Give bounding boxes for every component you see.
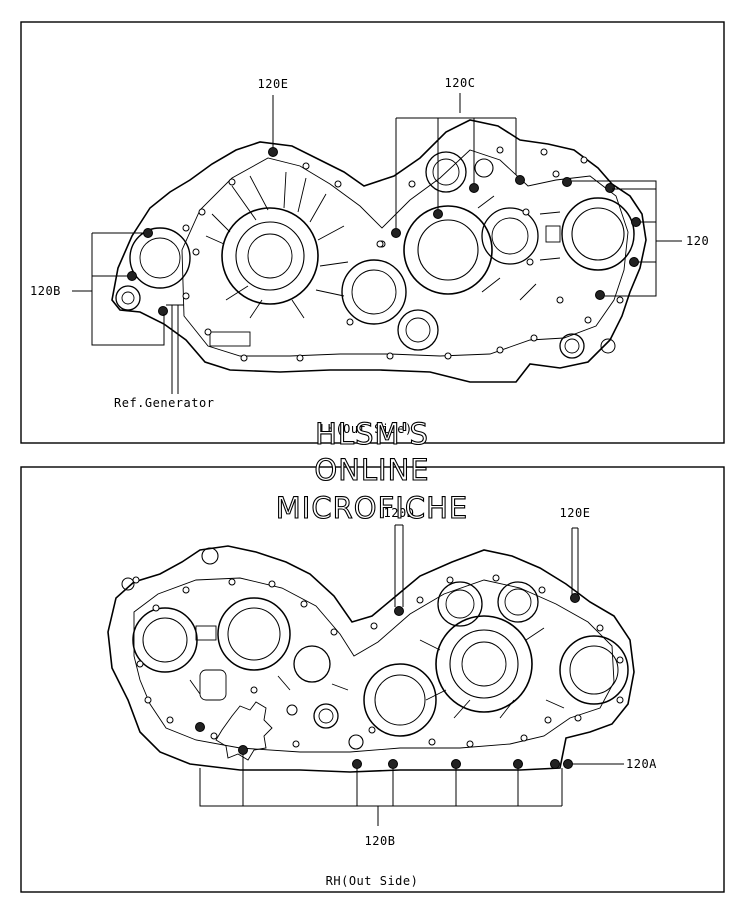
watermark-line-2: ONLINE	[314, 453, 429, 487]
bottom-leader-lines	[199, 524, 624, 826]
top-panel: 120E 120C 120 120B Ref.Generator LH(Out …	[20, 21, 725, 444]
label-120d: 120D	[384, 506, 415, 520]
label-120e-bottom: 120E	[560, 506, 591, 520]
top-panel-frame	[20, 21, 725, 444]
lh-bolt-heads	[127, 147, 641, 316]
lh-small-fasteners	[182, 146, 624, 362]
lh-bores	[115, 151, 635, 359]
label-120a: 120A	[626, 757, 657, 771]
rh-inner-outline	[133, 577, 615, 753]
label-120b-top: 120B	[30, 284, 61, 298]
top-leader-lines	[72, 93, 682, 394]
watermark: HLSM'S ONLINE MICROFICHE	[275, 416, 468, 525]
rh-bores	[121, 547, 629, 750]
lh-crankcase-outline	[111, 119, 647, 383]
label-120c: 120C	[445, 76, 476, 90]
label-ref-generator: Ref.Generator	[114, 396, 214, 410]
bottom-panel-frame	[20, 466, 725, 893]
watermark-line-1: HLSM'S	[315, 417, 429, 451]
watermark-line-3: MICROFICHE	[276, 491, 468, 525]
label-120b-bottom: 120B	[365, 834, 396, 848]
rh-ribs	[189, 625, 565, 761]
label-view-lh: LH(Out Side)	[320, 422, 413, 436]
label-120: 120	[686, 234, 709, 248]
lh-inner-outline	[181, 149, 629, 357]
rh-small-fasteners	[132, 574, 624, 748]
label-120e-top: 120E	[258, 77, 289, 91]
lh-ribs	[205, 171, 561, 347]
bottom-panel: 120D 120E 120A 120B RH(Out Side)	[20, 466, 725, 893]
rh-bolt-heads	[195, 593, 580, 769]
rh-crankcase-outline	[107, 545, 635, 773]
label-view-rh: RH(Out Side)	[326, 874, 419, 888]
